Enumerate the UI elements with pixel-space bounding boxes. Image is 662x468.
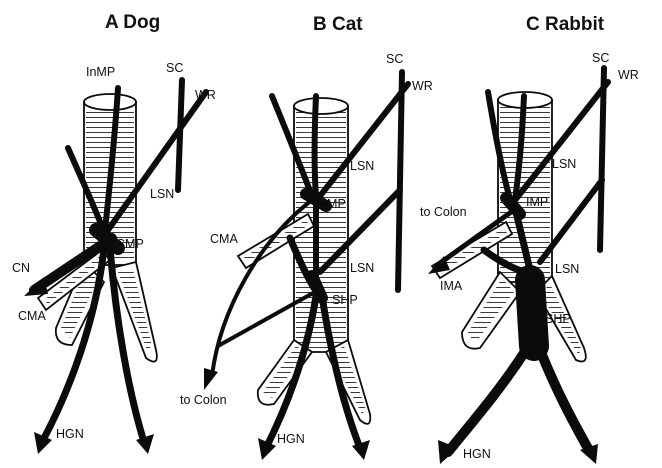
- panel-rabbit-title: C Rabbit: [526, 14, 605, 35]
- label-lsn-dog: LSN: [150, 187, 174, 201]
- label-colon-rabbit: to Colon: [420, 205, 467, 219]
- shp-ganglion-rabbit: [530, 280, 534, 346]
- label-sc-rabbit: SC: [592, 51, 609, 65]
- colon-arrowhead-cat: [204, 368, 218, 390]
- hgn-right-arrowhead-dog: [136, 434, 154, 454]
- label-colon-cat: to Colon: [180, 393, 227, 407]
- label-inmp-dog: InMP: [86, 65, 115, 79]
- label-cma-cat: CMA: [210, 232, 238, 246]
- label-hgn-dog: HGN: [56, 427, 84, 441]
- panel-cat-title: B Cat: [313, 14, 363, 35]
- cn-arrowhead-dog: [24, 277, 48, 296]
- hgn-right-rabbit: [540, 350, 590, 452]
- sc-trunk-cat: [398, 72, 402, 290]
- panel-dog: A Dog InMP SC WR LSN CMP: [12, 12, 216, 454]
- label-lsn-lower-rabbit: LSN: [555, 262, 579, 276]
- panel-dog-title: A Dog: [105, 12, 160, 33]
- label-shp-cat: SHP: [332, 293, 358, 307]
- label-lsn-upper-cat: LSN: [350, 159, 374, 173]
- hgn-left-rabbit: [448, 350, 526, 452]
- label-cn-dog: CN: [12, 261, 30, 275]
- label-shp-rabbit: SHP: [545, 312, 571, 326]
- panel-rabbit: C Rabbit SC WR LSN to Colon IMP: [420, 14, 639, 464]
- label-ima-rabbit: IMA: [440, 279, 463, 293]
- label-hgn-cat: HGN: [277, 432, 305, 446]
- label-wr-dog: WR: [195, 88, 216, 102]
- lsn-upper-cat: [315, 96, 317, 196]
- label-sc-dog: SC: [166, 61, 183, 75]
- label-hgn-rabbit: HGN: [463, 447, 491, 461]
- label-lsn-lower-cat: LSN: [350, 261, 374, 275]
- label-wr-rabbit: WR: [618, 68, 639, 82]
- label-sc-cat: SC: [386, 52, 403, 66]
- label-imp-rabbit: IMP: [526, 195, 548, 209]
- label-wr-cat: WR: [412, 79, 433, 93]
- label-cmp-cat: CMP: [318, 197, 346, 211]
- label-cmp-dog: CMP: [116, 237, 144, 251]
- label-lsn-upper-rabbit: LSN: [552, 157, 576, 171]
- label-cma-dog: CMA: [18, 309, 46, 323]
- panel-cat: B Cat SC WR LSN CMP CMA: [180, 14, 433, 460]
